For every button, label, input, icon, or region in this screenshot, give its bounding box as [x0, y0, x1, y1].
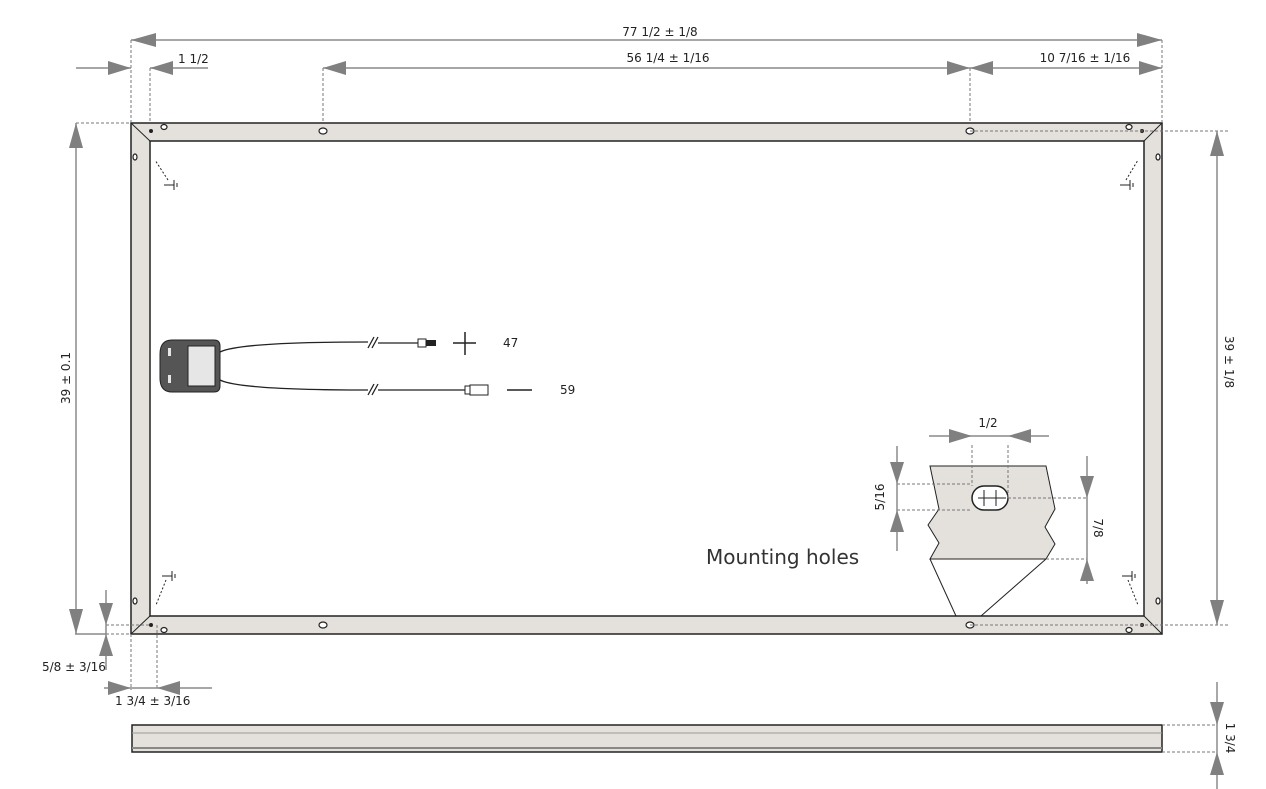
height-left-label: 39 ± 0.1 [59, 352, 73, 404]
connector-icon [426, 340, 436, 346]
negative-cable-length: 59 [560, 383, 575, 397]
ground-offset-dimensions: 5/8 ± 3/16 1 3/4 ± 3/16 [42, 590, 212, 708]
frame-depth-label: 1 3/4 [1223, 723, 1237, 754]
ground-offset-vertical-label: 5/8 ± 3/16 [42, 660, 106, 674]
hole-width-label: 1/2 [978, 416, 997, 430]
module-frame [130, 122, 1230, 635]
frame-offset-label: 1 1/2 [178, 52, 209, 66]
height-right-dimension: 39 ± 1/8 [1210, 131, 1236, 625]
mounting-holes-label: Mounting holes [706, 545, 859, 569]
connector-icon [469, 384, 489, 396]
ground-offset-horizontal-label: 1 3/4 ± 3/16 [115, 694, 190, 708]
positive-cable: 47 [219, 332, 518, 355]
hole-height-label: 5/16 [873, 484, 887, 511]
mounting-spacing-label: 56 1/4 ± 1/16 [626, 51, 709, 65]
connector-icon [417, 338, 427, 348]
overall-length-dimension: 77 1/2 ± 1/8 [130, 25, 1163, 122]
plus-icon [453, 332, 476, 355]
overall-length-label: 77 1/2 ± 1/8 [622, 25, 697, 39]
mounting-spacing-dimension: 56 1/4 ± 1/16 10 7/16 ± 1/16 [322, 51, 1162, 128]
side-profile: 1 3/4 [131, 682, 1237, 789]
height-right-label: 39 ± 1/8 [1222, 336, 1236, 388]
mounting-hole-icons [132, 123, 1161, 634]
negative-cable: 59 [219, 379, 575, 397]
mounting-offset-label: 10 7/16 ± 1/16 [1040, 51, 1131, 65]
positive-cable-length: 47 [503, 336, 518, 350]
junction-box [159, 339, 221, 393]
hole-offset-label: 7/8 [1091, 518, 1105, 537]
ground-symbol-icons [154, 159, 1139, 606]
frame-offset-dimension: 1 1/2 [76, 52, 209, 122]
height-left-dimension: 39 ± 0.1 [59, 122, 131, 635]
mounting-hole-detail: Mounting holes 1/2 5/16 7/8 [706, 416, 1105, 617]
connector-icon [464, 385, 471, 395]
